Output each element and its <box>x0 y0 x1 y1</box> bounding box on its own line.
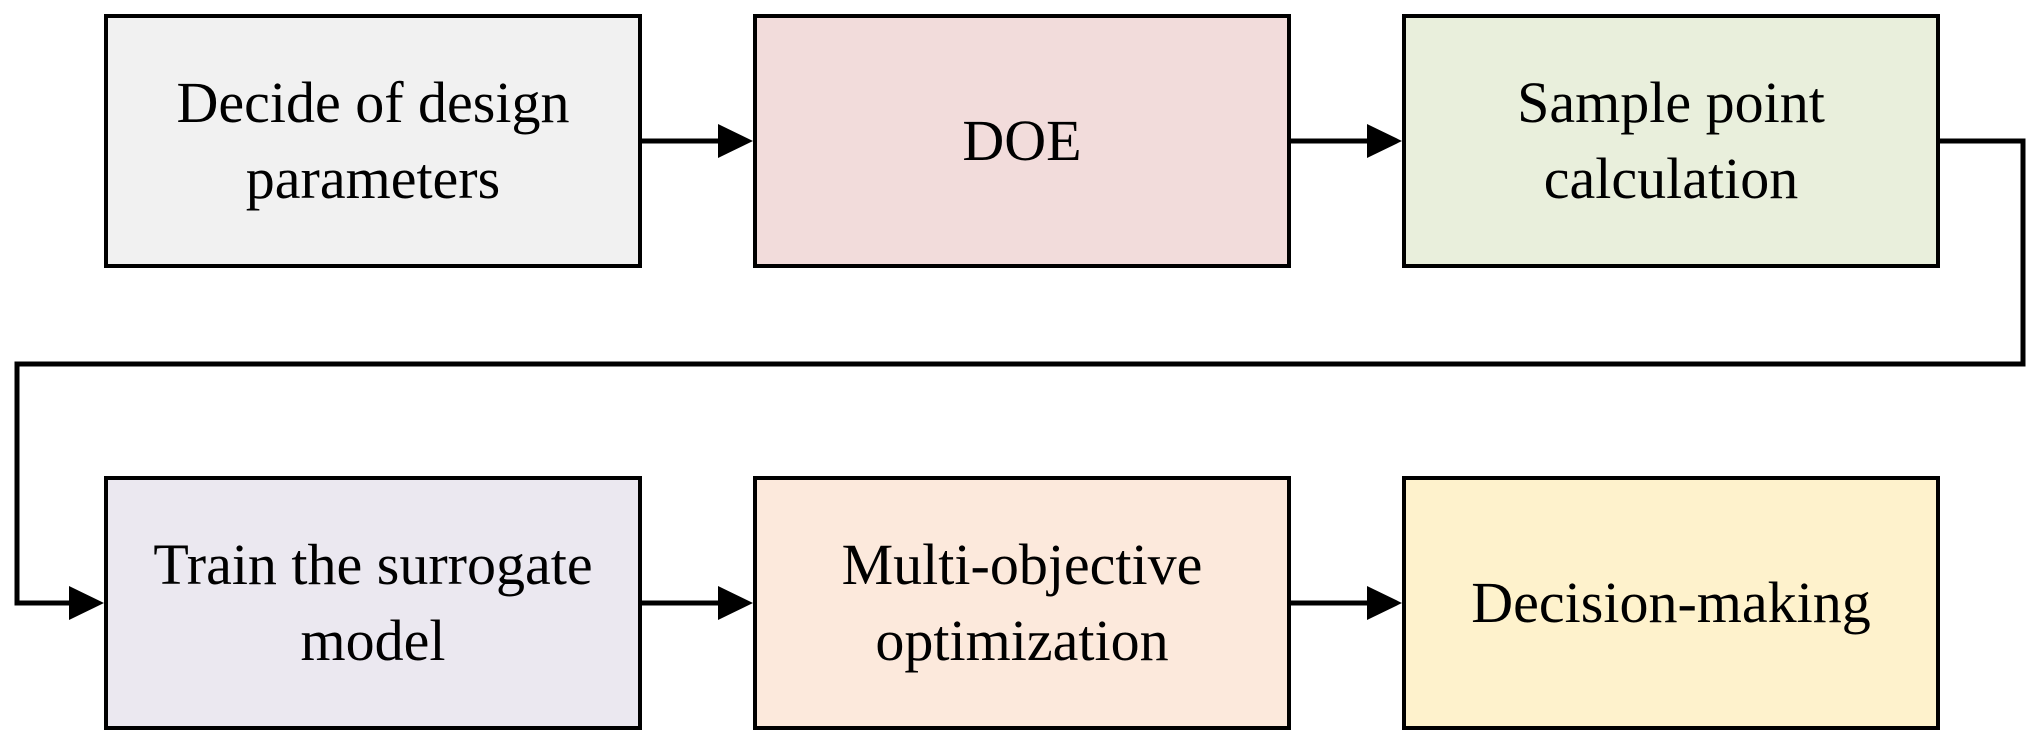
arrow-sample-to-train <box>14 138 2026 620</box>
node-decide-design-parameters: Decide of design parameters <box>104 14 642 268</box>
node-label: Decide of design parameters <box>176 70 570 211</box>
node-multi-objective-optimization: Multi-objective optimization <box>753 476 1291 730</box>
node-decision-making: Decision-making <box>1402 476 1940 730</box>
node-sample-point-calculation: Sample point calculation <box>1402 14 1940 268</box>
arrow-doe-to-sample <box>1291 124 1402 158</box>
node-label: DOE <box>962 108 1082 173</box>
arrow-train-to-multiobjective <box>642 586 753 620</box>
node-label: Decision-making <box>1471 570 1871 635</box>
node-label: Multi-objective optimization <box>841 532 1203 673</box>
arrow-decide-to-doe <box>642 124 753 158</box>
node-label: Train the surrogate model <box>153 532 593 673</box>
arrow-multiobjective-to-decision <box>1291 586 1402 620</box>
node-doe: DOE <box>753 14 1291 268</box>
node-train-surrogate-model: Train the surrogate model <box>104 476 642 730</box>
node-label: Sample point calculation <box>1517 70 1825 211</box>
